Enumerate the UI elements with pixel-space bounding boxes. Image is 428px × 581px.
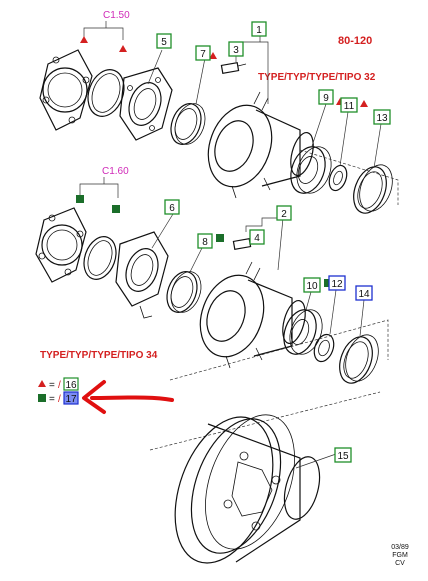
callout-number: 11 — [344, 101, 355, 112]
callout-number: 14 — [358, 289, 370, 300]
model-code: 80-120 — [338, 35, 372, 47]
callout-number: 10 — [306, 281, 318, 292]
callout-box: 7 — [195, 45, 211, 61]
legend-square-ref: 17 — [65, 394, 77, 405]
seal-7 — [170, 103, 206, 145]
callout-box: 1 — [251, 21, 267, 37]
legend-square-row: = / 17 — [38, 391, 79, 405]
square-marker-icon — [76, 195, 84, 203]
axis-line-upper — [299, 149, 399, 205]
callout-box: 10 — [303, 277, 321, 293]
leader-lines — [147, 36, 382, 469]
footer-line-1: 03/89 — [391, 544, 409, 551]
callout-box: 9 — [318, 89, 334, 105]
callout-number: 15 — [337, 451, 349, 462]
callout-box: 15 — [334, 447, 352, 463]
legend-triangle-equals: = — [49, 380, 55, 391]
callout-box: 5 — [156, 33, 172, 49]
cap-14 — [339, 334, 379, 384]
backing-plate-5 — [119, 67, 173, 141]
group-label-lower: C1.60 — [102, 166, 129, 177]
bearing-10 — [283, 309, 323, 355]
callout-box: 13 — [373, 109, 391, 125]
gasket-plate-lower — [35, 207, 87, 283]
callout-number: 9 — [323, 93, 329, 104]
nut-12 — [313, 333, 335, 363]
footer-line-3: CV — [395, 560, 405, 567]
triangle-marker-icon — [119, 45, 127, 52]
callout-number: 13 — [376, 113, 388, 124]
legend-slash: / — [58, 380, 61, 391]
legend-square-equals: = — [49, 394, 55, 405]
gasket-plate-upper — [39, 49, 93, 131]
group-bracket-upper — [83, 27, 124, 40]
cap-13 — [353, 164, 393, 214]
callout-number: 4 — [254, 233, 260, 244]
axis-line-lower — [169, 319, 389, 381]
seal-8 — [166, 271, 202, 313]
square-marker-icon — [324, 279, 332, 287]
callout-box: 2 — [276, 205, 292, 221]
triangle-marker-icon — [38, 380, 46, 387]
callout-box: 6 — [164, 199, 180, 215]
callout-number: 12 — [331, 279, 343, 290]
callout-number: 1 — [256, 25, 262, 36]
triangle-marker-icon — [80, 36, 88, 43]
footer-line-2: FGM — [392, 552, 408, 559]
callout-box: 14 — [355, 285, 373, 301]
group-bracket-lower — [79, 183, 119, 198]
square-marker-icon — [38, 394, 46, 402]
backing-plate-6 — [115, 231, 169, 319]
callout-box: 3 — [228, 41, 244, 57]
square-marker-icon — [112, 205, 120, 213]
triangle-marker-icon — [209, 52, 217, 59]
bearing-9 — [290, 146, 332, 194]
o-ring-lower — [83, 236, 117, 280]
axis-line-drum — [149, 391, 381, 451]
callout-box: 8 — [197, 233, 213, 249]
nut-11 — [328, 164, 348, 192]
red-arrow-icon — [82, 380, 174, 414]
callout-box: 12 — [328, 275, 346, 291]
triangle-marker-icon — [360, 100, 368, 107]
type-upper-label: TYPE/TYP/TYPE/TIPO 32 — [258, 72, 376, 83]
callout-number: 7 — [200, 49, 206, 60]
hub-lower — [199, 261, 306, 369]
callout-number: 6 — [169, 203, 175, 214]
callout-box: 4 — [249, 229, 265, 245]
callout-number: 2 — [281, 209, 287, 220]
bolt-3 — [220, 61, 247, 75]
legend-slash: / — [58, 394, 61, 405]
brake-drum-15 — [174, 414, 321, 564]
callout-number: 3 — [233, 45, 239, 56]
callout-number: 8 — [202, 237, 208, 248]
legend-triangle-row: = / 16 — [38, 377, 79, 391]
legend-triangle-ref: 16 — [65, 380, 77, 391]
group-label-upper: C1.50 — [103, 10, 130, 21]
callout-box: 11 — [340, 97, 358, 113]
square-marker-icon — [216, 234, 224, 242]
type-lower-label: TYPE/TYP/TYPE/TIPO 34 — [40, 350, 158, 361]
hub-upper — [207, 91, 314, 199]
callout-number: 5 — [161, 37, 167, 48]
